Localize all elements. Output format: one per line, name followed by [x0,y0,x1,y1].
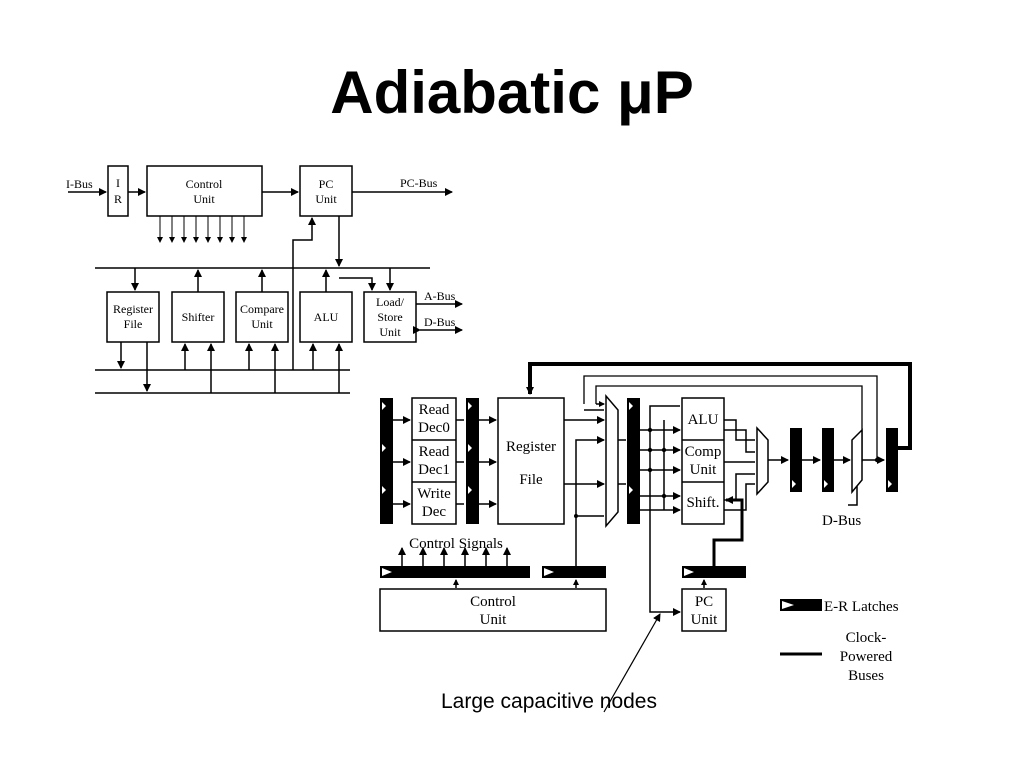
read-dec0-label-2: Dec0 [418,420,450,436]
read-dec1-label-1: Read [419,444,450,460]
top-regfile-label-1: Register [113,302,153,316]
bus-legend-label-3: Buses [848,668,884,684]
bottom-alu-label: ALU [688,412,719,428]
bottom-adiabatic-diagram: Read Dec0 Read Dec1 Write Dec Register F… [379,362,912,713]
top-register-file-box [106,291,160,343]
latch-legend-label: E-R Latches [824,599,899,615]
bottom-register-file-box [497,397,565,525]
ir-label-2: R [114,192,122,206]
top-load-store-box [363,291,417,343]
regfile-control-latch [542,566,606,578]
top-compare-label-1: Compare [240,302,284,316]
annotation-label: Large capacitive nodes [441,690,657,713]
functional-unit-stack [681,397,725,525]
result-mux [756,426,769,496]
top-pc-label-1: PC [319,177,334,191]
top-loadstore-label-1: Load/ [376,295,405,309]
top-alu-label: ALU [314,310,339,324]
top-pc-label-2: Unit [315,192,337,206]
bottom-comp-label-2: Unit [690,462,718,478]
bottom-dbus-label: D-Bus [822,513,861,529]
latch-column-2 [466,398,479,524]
latch-column-3 [627,398,640,524]
top-shifter-label: Shifter [182,310,215,324]
bottom-shift-label: Shift. [687,495,720,511]
top-control-unit-box [146,165,263,217]
bottom-control-label-1: Control [470,594,516,610]
bottom-regfile-label-2: File [519,472,543,488]
latch-4 [790,428,802,492]
pc-input-bus [649,405,681,616]
pc-latch-bar [682,566,746,578]
control-output-arrows [157,216,247,243]
bottom-comp-label-1: Comp [685,444,722,460]
bottom-pc-label-2: Unit [691,612,719,628]
pc-output-bus [712,496,744,566]
bottom-control-unit-box [379,588,607,632]
bottom-pc-label-1: PC [695,594,713,610]
top-dbus-label: D-Bus [424,315,456,329]
top-control-label-1: Control [186,177,223,191]
latch-5 [822,428,834,492]
top-pc-unit-box [299,165,353,217]
top-control-label-2: Unit [193,192,215,206]
bus-legend-label-2: Powered [840,649,893,665]
top-compare-label-2: Unit [251,317,273,331]
control-signal-arrows [398,547,511,566]
writeback-feedback-bus [526,362,912,450]
bottom-regfile-label-1: Register [506,439,556,455]
bottom-pc-unit-box [681,588,727,632]
latch-legend-swatch [780,599,822,611]
slide-title: Adiabatic μP [0,58,1024,127]
pcbus-label: PC-Bus [400,176,438,190]
top-loadstore-label-3: Unit [379,325,401,339]
output-mux [851,428,863,495]
read-dec0-label-1: Read [419,402,450,418]
control-latch-bar [380,566,530,578]
ir-box [107,165,129,217]
abus-label: A-Bus [424,289,456,303]
latch-6 [886,428,898,492]
legend: E-R Latches Clock- Powered Buses [780,599,899,684]
read-dec1-label-2: Dec1 [418,462,450,478]
write-dec-label-1: Write [417,486,451,502]
control-signals-label: Control Signals [409,536,503,552]
capacitive-node-pointer [603,613,661,713]
bottom-control-label-2: Unit [480,612,508,628]
top-architecture-diagram: I-Bus I R Control Unit PC Unit PC-Bus [66,165,463,394]
ibus-label: I-Bus [66,177,93,191]
write-dec-label-2: Dec [422,504,446,520]
latch-column-1 [380,398,393,524]
operand-mux-1 [605,393,619,529]
bus-legend-label-1: Clock- [846,630,887,646]
top-regfile-label-2: File [124,317,143,331]
decoder-stack [411,397,457,525]
ir-label-1: I [116,176,120,190]
pc-feedback-wire [292,217,316,370]
title-symbol: μP [617,59,694,126]
top-loadstore-label-2: Store [377,310,402,324]
title-text: Adiabatic [330,59,601,126]
